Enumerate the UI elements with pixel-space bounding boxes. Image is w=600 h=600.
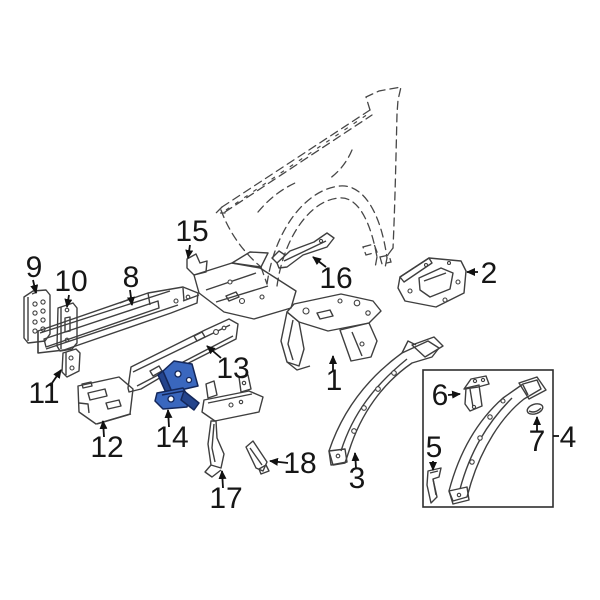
part-1-shape[interactable] bbox=[280, 293, 382, 371]
part-14-highlighted-shape[interactable] bbox=[154, 360, 200, 411]
part-15-shape[interactable] bbox=[186, 251, 297, 320]
part-8-shape[interactable] bbox=[37, 286, 200, 354]
part-11-shape[interactable] bbox=[61, 348, 81, 378]
part-label-8[interactable]: 8 bbox=[123, 261, 140, 294]
part-2-shape[interactable] bbox=[397, 257, 467, 308]
part-4-assembly-shape[interactable] bbox=[448, 376, 547, 505]
part-label-13[interactable]: 13 bbox=[216, 352, 249, 385]
part-16-shape[interactable] bbox=[271, 232, 335, 269]
part-label-14[interactable]: 14 bbox=[155, 421, 188, 454]
part-label-1[interactable]: 1 bbox=[326, 364, 343, 397]
arrow-9 bbox=[30, 279, 39, 294]
inset-group-box bbox=[422, 369, 554, 508]
leader-arrows bbox=[30, 244, 541, 489]
arrow-14 bbox=[164, 409, 173, 428]
arrow-8 bbox=[126, 289, 135, 306]
arrow-12 bbox=[99, 420, 108, 438]
part-label-3[interactable]: 3 bbox=[349, 462, 366, 495]
part-label-18[interactable]: 18 bbox=[283, 447, 316, 480]
part-label-16[interactable]: 16 bbox=[319, 262, 352, 295]
arrow-3 bbox=[351, 452, 360, 469]
part-label-6[interactable]: 6 bbox=[432, 379, 449, 412]
fender-dashed-outline bbox=[214, 86, 402, 287]
part-label-10[interactable]: 10 bbox=[54, 265, 87, 298]
part-3-shape[interactable] bbox=[328, 336, 444, 466]
arrow-15 bbox=[185, 244, 194, 259]
part-13-shape[interactable] bbox=[127, 318, 239, 393]
part-label-11[interactable]: 11 bbox=[28, 377, 59, 410]
part-label-12[interactable]: 12 bbox=[90, 431, 123, 464]
part-label-4[interactable]: 4 bbox=[560, 421, 577, 454]
arrow-13 bbox=[206, 345, 222, 359]
part-label-5[interactable]: 5 bbox=[426, 431, 443, 464]
arrow-6 bbox=[447, 390, 461, 399]
part-label-7[interactable]: 7 bbox=[529, 425, 546, 458]
part-label-17[interactable]: 17 bbox=[209, 482, 242, 515]
arrow-10 bbox=[64, 294, 73, 308]
part-label-2[interactable]: 2 bbox=[481, 257, 498, 290]
arrow-11 bbox=[49, 369, 62, 387]
part-17-shape[interactable] bbox=[201, 374, 264, 478]
part-6-shape[interactable] bbox=[463, 375, 490, 412]
part-18-shape[interactable] bbox=[245, 440, 270, 475]
part-9-shape[interactable] bbox=[23, 289, 51, 344]
arrow-18 bbox=[269, 457, 289, 466]
part-label-9[interactable]: 9 bbox=[26, 251, 43, 284]
arrow-16 bbox=[312, 256, 327, 268]
part-12-shape[interactable] bbox=[77, 376, 134, 425]
part-5-shape[interactable] bbox=[426, 467, 442, 504]
arrow-17 bbox=[218, 470, 227, 489]
part-label-15[interactable]: 15 bbox=[175, 215, 208, 248]
part-7-shape[interactable] bbox=[526, 402, 544, 416]
